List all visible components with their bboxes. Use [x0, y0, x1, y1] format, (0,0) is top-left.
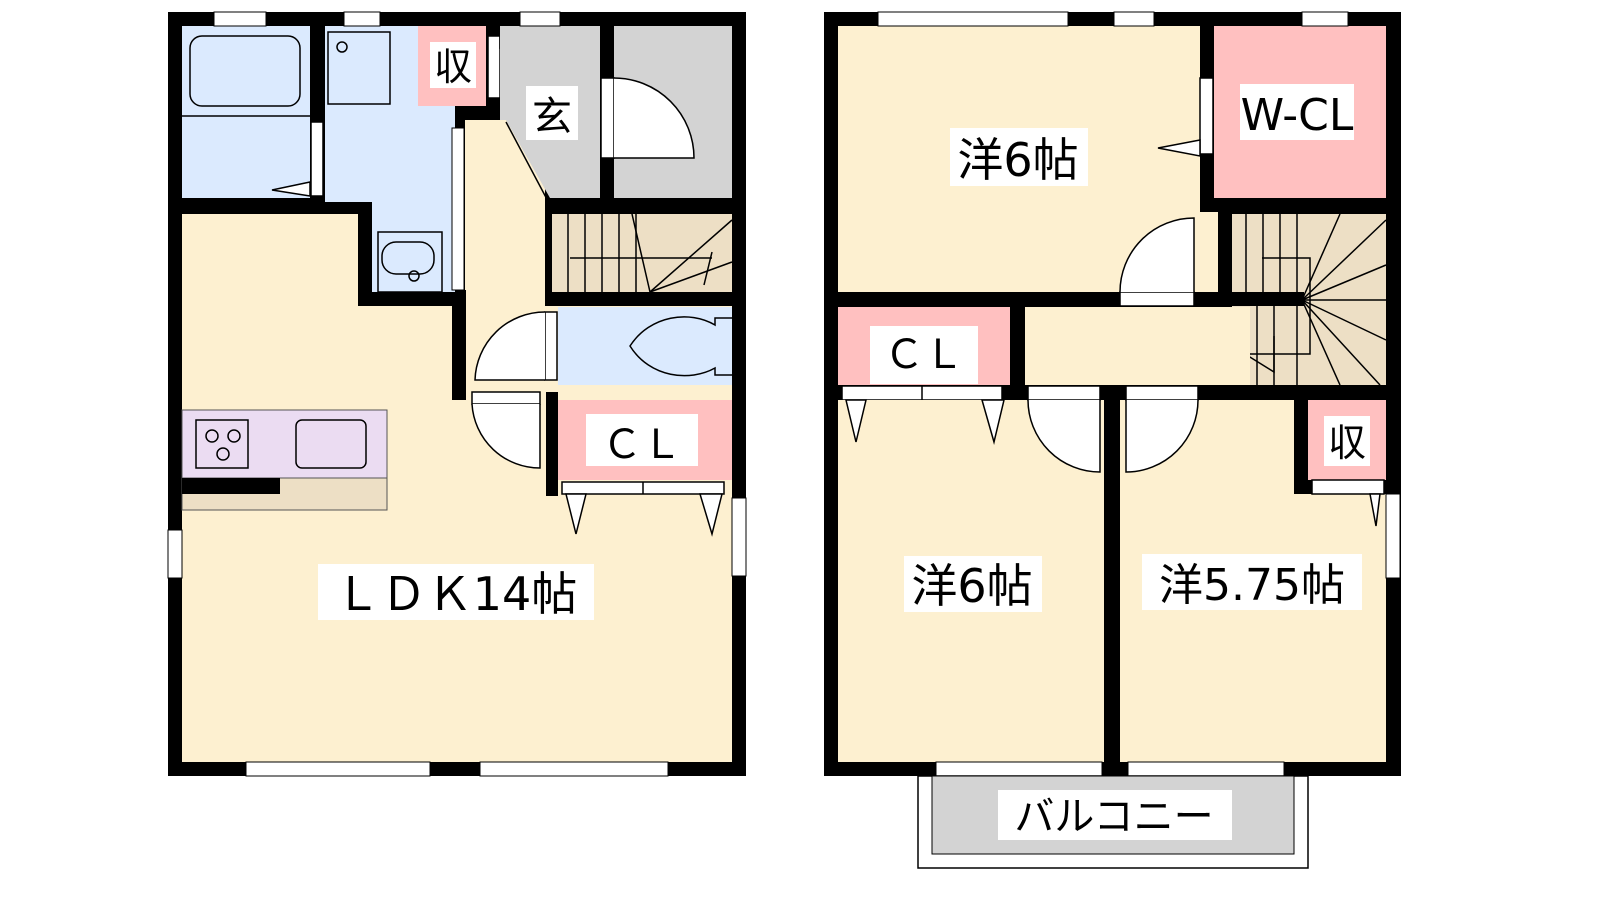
western-left-label: 洋6帖	[911, 559, 1032, 613]
western-top-door[interactable]	[1119, 291, 1195, 307]
toilet-door[interactable]	[544, 311, 558, 381]
closet-door-arrow	[981, 399, 1005, 445]
stairs-wall	[1218, 292, 1304, 306]
sliding-door[interactable]	[451, 127, 465, 291]
wcl-label-bg	[1240, 84, 1354, 140]
stairs-lines	[1244, 213, 1387, 386]
stairs-lines	[567, 213, 733, 293]
ldk-door[interactable]	[471, 391, 541, 405]
drain-icon	[336, 41, 348, 53]
basin-drain	[408, 270, 420, 282]
left-room-door[interactable]	[1027, 385, 1101, 401]
wash-wall	[452, 290, 466, 400]
kitchen-wall	[182, 478, 280, 494]
closet-wall	[546, 392, 558, 496]
right-room-door-swing	[1125, 399, 1199, 473]
storage-door-arrow	[1369, 493, 1381, 527]
storage-label-bg	[430, 42, 476, 88]
closet-door-arrow	[698, 493, 723, 537]
bathtub-icon	[189, 35, 301, 107]
western-top-door-swing	[1119, 217, 1195, 293]
room-label-bg	[950, 128, 1088, 186]
windows	[167, 11, 747, 777]
closet-label: ＣＬ	[884, 332, 964, 378]
entrance-step	[505, 121, 551, 206]
western-room-top-nook	[1200, 212, 1218, 292]
balcony-label-bg	[998, 790, 1232, 840]
floor-1: 収 玄 ＣＬ	[167, 11, 747, 777]
storage-door[interactable]	[1311, 479, 1385, 495]
bath-door-arrow	[271, 181, 311, 197]
hallway	[1025, 307, 1250, 385]
storage-wall	[1294, 400, 1308, 494]
wcl-door-arrow	[1157, 139, 1201, 157]
floor-2: 洋6帖 W-CL ＣＬ	[824, 11, 1401, 869]
storage-label: 収	[434, 45, 472, 89]
ldk-label: ＬＤＫ14帖	[335, 567, 578, 621]
bathroom	[182, 26, 310, 198]
washing-machine-icon	[327, 31, 391, 105]
stairs[interactable]	[552, 214, 732, 292]
left-room-door-swing	[1027, 399, 1101, 473]
burner-icon	[216, 447, 230, 461]
entrance-label: 玄	[532, 94, 572, 140]
closet-label-bg	[870, 326, 978, 384]
wcl-label: W-CL	[1241, 90, 1354, 141]
burner-icon	[227, 429, 241, 443]
ldk-label-bg	[318, 564, 594, 620]
storage-label-bg	[1324, 416, 1370, 466]
storage-label: 収	[1328, 421, 1366, 465]
entrance-label-bg	[526, 86, 578, 140]
balcony-label: バルコニー	[1014, 794, 1213, 840]
front-door-swing	[613, 77, 695, 159]
sink-icon	[295, 419, 367, 469]
stove-icon	[195, 419, 249, 469]
basin-bowl	[381, 241, 435, 275]
closet-door-arrow	[845, 399, 867, 443]
room-label-bg	[1142, 554, 1362, 610]
closet-label-bg	[586, 414, 698, 466]
storage-door[interactable]	[487, 35, 501, 99]
room-label-bg	[904, 556, 1042, 612]
toilet-door-swing	[474, 311, 546, 381]
right-room-door[interactable]	[1125, 385, 1199, 401]
closet-door-arrow	[565, 493, 587, 535]
front-door[interactable]	[600, 77, 615, 159]
washbasin-icon	[377, 231, 443, 293]
toilet-room	[558, 307, 732, 385]
western-right-label: 洋5.75帖	[1159, 560, 1345, 611]
ldk-door-swing	[471, 403, 541, 469]
closet-label: ＣＬ	[602, 422, 682, 468]
burner-icon	[205, 429, 219, 443]
western-top-label: 洋6帖	[957, 133, 1078, 187]
toilet-icon	[629, 316, 732, 377]
bath-door[interactable]	[310, 121, 324, 197]
wcl-door[interactable]	[1199, 77, 1214, 155]
